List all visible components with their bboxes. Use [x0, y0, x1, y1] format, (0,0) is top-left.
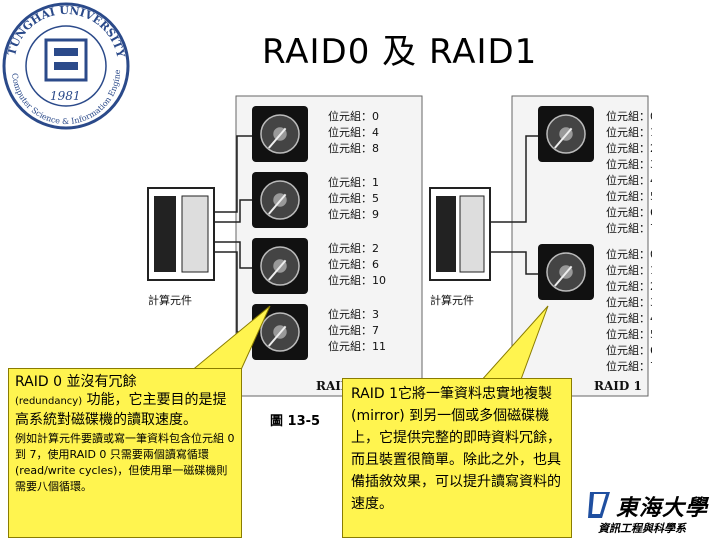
raid1-disk-0-stripe-3: 位元組：3	[606, 157, 652, 171]
raid1-disk-1-stripe-6: 位元組：6	[606, 343, 652, 357]
raid0-disk-3-stripe-1: 位元組：7	[328, 323, 379, 337]
raid0-disk-icon-0	[252, 106, 308, 162]
raid0-disk-2-stripe-0: 位元組：2	[328, 241, 379, 255]
raid1-disks: 位元組：0 位元組：1 位元組：2 位元組：3 位元組：4 位元組：5 位元組：6 位元組：7…	[538, 106, 652, 373]
raid1-disk-icon-0	[538, 106, 594, 162]
raid1-disk-1-stripe-7: 位元組：7	[606, 359, 652, 373]
raid0-disk-icon-3	[252, 304, 308, 360]
raid0-disk-1-stripe-1: 位元組：5	[328, 191, 379, 205]
raid0-disk-1-stripe-2: 位元組：9	[328, 207, 379, 221]
department-logo-icon	[588, 492, 610, 518]
raid0-disk-3-stripe-0: 位元組：3	[328, 307, 379, 321]
logo-name: 東海大學	[616, 495, 709, 521]
logo-dept: 資訊工程與科學系	[598, 522, 686, 535]
raid0-disk-0-stripe-1: 位元組：4	[328, 125, 379, 139]
raid1-label: RAID 1	[594, 379, 642, 393]
raid0-disk-0-stripe-2: 位元組：8	[328, 141, 379, 155]
raid0-callout-main-tail: 功能，它主要目的是提高系統對磁碟機的讀取速度。	[15, 392, 227, 428]
raid-figure: 計算元件 位元組：0 位元組：4 位元組：8 位元組：1 位元組：5 位元組：9 位元組：2…	[147, 95, 652, 397]
raid0-disk-1-stripe-0: 位元組：1	[328, 175, 379, 189]
raid0-callout-small: (redundancy)	[15, 396, 83, 407]
raid1-disk-1-stripe-3: 位元組：3	[606, 295, 652, 309]
raid1-computer-label: 計算元件	[430, 293, 474, 307]
raid0-computer-label: 計算元件	[148, 293, 192, 307]
raid0-disk-icon-2	[252, 238, 308, 294]
raid0-callout-main: RAID 0 並沒有冗餘 (redundancy) 功能，它主要目的是提高系統對…	[15, 373, 235, 429]
raid1-disk-1-stripe-2: 位元組：2	[606, 279, 652, 293]
raid0-disk-3-stripe-2: 位元組：11	[328, 339, 386, 353]
figure-caption: 圖 13-5	[270, 414, 321, 429]
raid0-callout: RAID 0 並沒有冗餘 (redundancy) 功能，它主要目的是提高系統對…	[8, 368, 242, 538]
raid1-disk-0-stripe-4: 位元組：4	[606, 173, 652, 187]
raid1-disk-1-stripe-5: 位元組：5	[606, 327, 652, 341]
raid1-disk-0-stripe-0: 位元組：0	[606, 109, 652, 123]
university-seal: TUNGHAI UNIVERSITY Computer Science & In…	[0, 0, 130, 130]
raid1-disk-0-stripe-1: 位元組：1	[606, 125, 652, 139]
raid1-disk-0-stripe-2: 位元組：2	[606, 141, 652, 155]
raid0-disk-0-stripe-0: 位元組：0	[328, 109, 379, 123]
raid1-disk-1-stripe-0: 位元組：0	[606, 247, 652, 261]
seal-emblem-icon	[44, 38, 88, 82]
right-callout-tail	[478, 305, 549, 383]
raid1-disk-1-stripe-1: 位元組：1	[606, 263, 652, 277]
raid1-disk-icon-1	[538, 244, 594, 300]
raid1-disk-0-stripe-6: 位元組：6	[606, 205, 652, 219]
raid1-disk-0-stripe-7: 位元組：7	[606, 221, 652, 235]
raid1-callout-text: RAID 1它將一筆資料忠實地複製 (mirror) 到另一個或多個磁碟機上，它…	[351, 386, 561, 512]
raid1-disk-1-stripe-4: 位元組：4	[606, 311, 652, 325]
raid0-computer-icon	[147, 187, 215, 281]
raid0-disk-icon-1	[252, 172, 308, 228]
raid0-callout-title: RAID 0 並沒有冗餘	[15, 374, 137, 390]
seal-year: 1981	[50, 89, 81, 103]
raid0-disk-2-stripe-2: 位元組：10	[328, 273, 386, 287]
raid1-computer-icon	[429, 187, 491, 281]
raid0-callout-detail: 例如計算元件要讀或寫一筆資料包含位元組 0 到 7，使用RAID 0 只需要兩個…	[15, 432, 235, 493]
raid1-wires	[490, 135, 538, 275]
raid1-disk-0-stripe-5: 位元組：5	[606, 189, 652, 203]
slide-title: RAID0 及 RAID1	[262, 32, 538, 72]
raid0-disk-2-stripe-1: 位元組：6	[328, 257, 379, 271]
raid1-callout: RAID 1它將一筆資料忠實地複製 (mirror) 到另一個或多個磁碟機上，它…	[342, 378, 572, 538]
raid0-disks: 位元組：0 位元組：4 位元組：8 位元組：1 位元組：5 位元組：9 位元組：2 位元組：6…	[252, 106, 386, 360]
